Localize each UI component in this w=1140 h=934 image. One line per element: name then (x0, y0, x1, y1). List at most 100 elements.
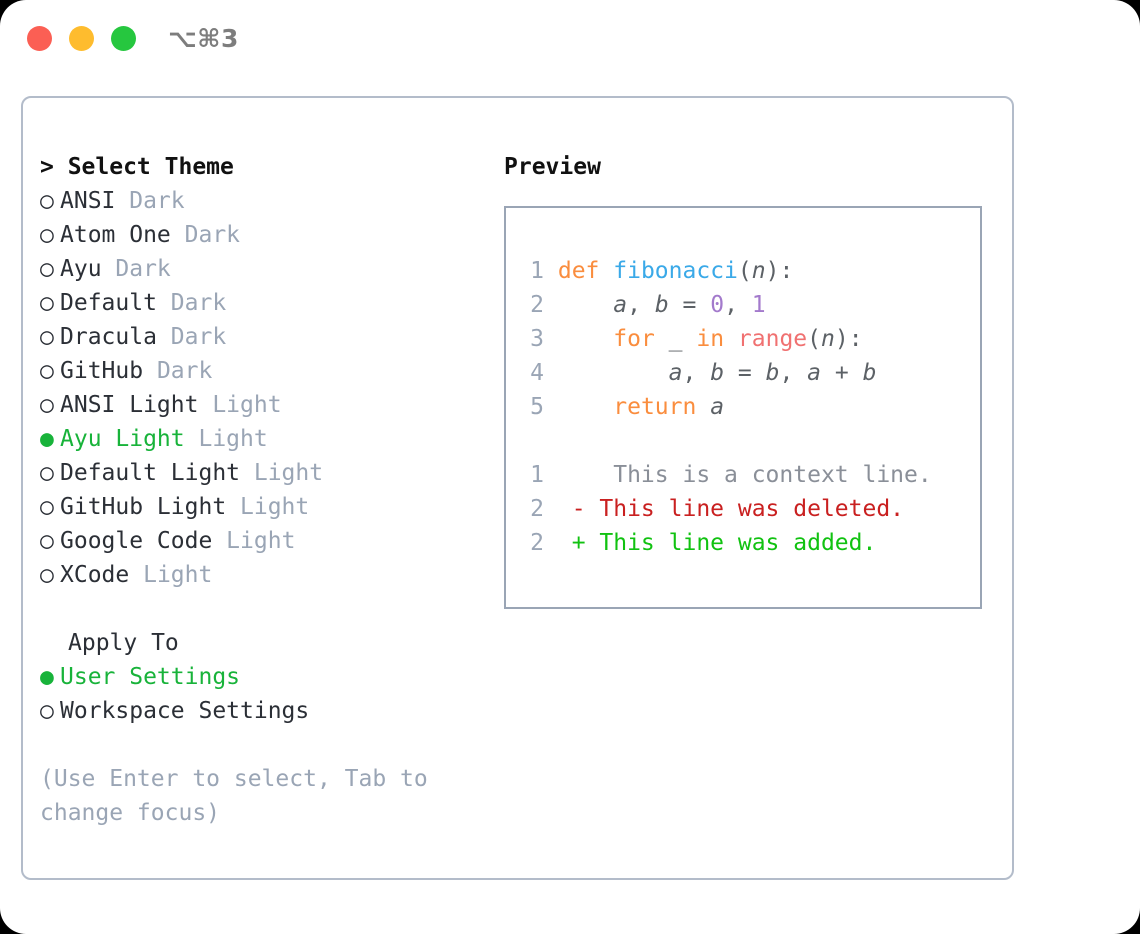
close-button-icon[interactable] (27, 26, 52, 51)
apply-to-label: User Settings (60, 664, 241, 690)
theme-list-item[interactable]: ○ANSI Light Light (40, 388, 480, 422)
code-token: , (724, 292, 752, 318)
code-token (599, 258, 613, 284)
code-token: 0 (710, 292, 725, 318)
theme-name-label: GitHub Light (60, 494, 227, 520)
theme-list-item[interactable]: ○GitHub Light Light (40, 490, 480, 524)
radio-unselected-icon[interactable]: ○ (40, 222, 54, 248)
apply-to-header: Apply To (68, 630, 179, 656)
preview-header: Preview (504, 154, 601, 180)
code-token (544, 360, 669, 386)
code-line-number: 4 (530, 360, 544, 386)
radio-unselected-icon[interactable]: ○ (40, 290, 54, 316)
code-line-number: 3 (530, 326, 544, 352)
radio-unselected-icon[interactable]: ○ (40, 324, 54, 350)
code-token: _ (654, 326, 697, 352)
close-button-wrap[interactable] (27, 26, 52, 51)
code-token: return (613, 394, 697, 420)
radio-unselected-icon[interactable]: ○ (40, 698, 54, 724)
code-line: 2 a, b = 0, 1 (522, 288, 974, 322)
diff-line-text: This is a context line. (544, 462, 932, 488)
theme-kind-label: Dark (156, 290, 227, 316)
radio-selected-icon[interactable]: ● (40, 426, 54, 452)
theme-list-item[interactable]: ○XCode Light (40, 558, 480, 592)
theme-name-label: Default (60, 290, 157, 316)
code-token (544, 394, 613, 420)
diff-line-number: 2 (530, 496, 544, 522)
diff-line-text: + This line was added. (544, 530, 877, 556)
radio-unselected-icon[interactable]: ○ (40, 188, 54, 214)
theme-name-label: XCode (60, 562, 130, 588)
diff-line: 2 - This line was deleted. (522, 492, 974, 526)
theme-list-item[interactable]: ○GitHub Dark (40, 354, 480, 388)
theme-name-label: Ayu Light (60, 426, 185, 452)
code-token (544, 326, 613, 352)
code-token: + (821, 360, 863, 386)
radio-unselected-icon[interactable]: ○ (40, 528, 54, 554)
code-token: b (710, 360, 725, 386)
minimize-button-icon[interactable] (69, 26, 94, 51)
theme-list-item[interactable]: ○Dracula Dark (40, 320, 480, 354)
code-token: fibonacci (613, 258, 738, 284)
theme-kind-label: Light (198, 392, 282, 418)
apply-to-option[interactable]: ○Workspace Settings (40, 694, 480, 728)
code-token: a (807, 360, 822, 386)
theme-list-item[interactable]: ○ANSI Dark (40, 184, 480, 218)
code-token: ( (807, 326, 822, 352)
code-token: , (779, 360, 808, 386)
code-line: 3 for _ in range(n): (522, 322, 974, 356)
code-token: b (765, 360, 780, 386)
radio-unselected-icon[interactable]: ○ (40, 392, 54, 418)
apply-to-option[interactable]: ●User Settings (40, 660, 480, 694)
radio-unselected-icon[interactable]: ○ (40, 494, 54, 520)
code-token: range (737, 326, 808, 352)
radio-unselected-icon[interactable]: ○ (40, 358, 54, 384)
theme-list-item[interactable]: ●Ayu Light Light (40, 422, 480, 456)
radio-unselected-icon[interactable]: ○ (40, 460, 54, 486)
radio-unselected-icon[interactable]: ○ (40, 256, 54, 282)
theme-list-item[interactable]: ○Default Dark (40, 286, 480, 320)
theme-kind-label: Dark (115, 188, 185, 214)
code-token: , (682, 360, 711, 386)
theme-kind-label: Light (129, 562, 213, 588)
diff-line-number: 1 (530, 462, 544, 488)
theme-name-label: GitHub (60, 358, 144, 384)
theme-name-label: ANSI (60, 188, 116, 214)
traffic-lights (27, 26, 136, 51)
window-title: ⌥⌘3 (168, 24, 239, 53)
theme-name-label: Default Light (60, 460, 241, 486)
code-diff-spacer (522, 424, 974, 458)
radio-unselected-icon[interactable]: ○ (40, 562, 54, 588)
panel-columns: > Select Theme ○ANSI Dark○Atom One Dark○… (23, 98, 1012, 878)
code-token (696, 394, 710, 420)
theme-name-label: Ayu (60, 256, 102, 282)
code-token (544, 258, 558, 284)
theme-list-item[interactable]: ○Atom One Dark (40, 218, 480, 252)
theme-list-item[interactable]: ○Google Code Light (40, 524, 480, 558)
code-line: 5 return a (522, 390, 974, 424)
theme-name-label: ANSI Light (60, 392, 199, 418)
select-theme-header: > Select Theme (40, 154, 234, 180)
theme-kind-label: Light (184, 426, 268, 452)
keyboard-hint-text: (Use Enter to select, Tab to change focu… (40, 766, 442, 826)
theme-kind-label: Dark (143, 358, 213, 384)
apply-to-list: ●User Settings○Workspace Settings (40, 660, 480, 728)
code-line-number: 2 (530, 292, 544, 318)
theme-list-item[interactable]: ○Ayu Dark (40, 252, 480, 286)
maximize-button-icon[interactable] (111, 26, 136, 51)
code-token: ): (765, 258, 794, 284)
diff-line-number: 2 (530, 530, 544, 556)
theme-list: ○ANSI Dark○Atom One Dark○Ayu Dark○Defaul… (40, 184, 480, 592)
code-token: = (668, 292, 711, 318)
code-token: def (557, 258, 600, 284)
theme-list-item[interactable]: ○Default Light Light (40, 456, 480, 490)
diff-line: 2 + This line was added. (522, 526, 974, 560)
code-token: for (613, 326, 655, 352)
code-token: n (821, 326, 835, 352)
code-token (724, 326, 738, 352)
radio-selected-icon[interactable]: ● (40, 664, 54, 690)
theme-kind-label: Dark (101, 256, 171, 282)
diff-line-text: - This line was deleted. (544, 496, 905, 522)
code-line-number: 1 (530, 258, 544, 284)
